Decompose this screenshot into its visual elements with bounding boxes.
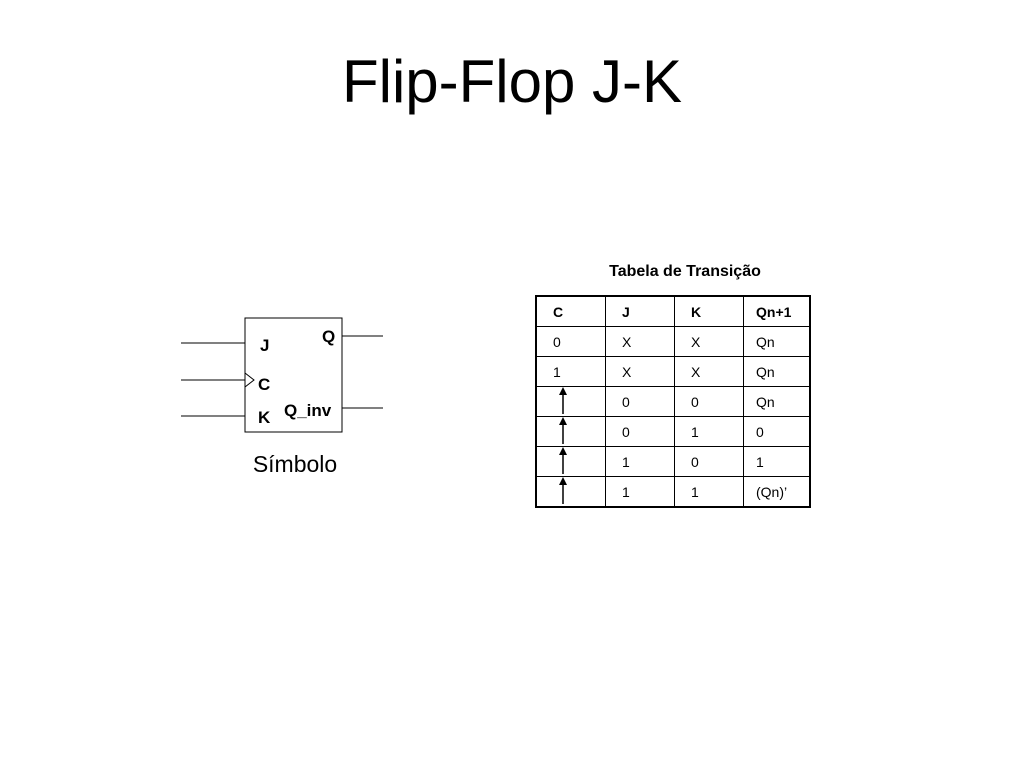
cell-c	[535, 446, 606, 477]
clock-triangle-icon	[244, 372, 255, 388]
cell-k: X	[674, 356, 744, 387]
cell-c	[535, 416, 606, 447]
cell-c: 0	[535, 326, 606, 357]
cell-c: 1	[535, 356, 606, 387]
header-j: J	[605, 295, 675, 327]
rising-edge-arrow-icon	[559, 387, 567, 414]
header-k: K	[674, 295, 744, 327]
cell-q: Qn	[743, 326, 811, 357]
pin-k-label: K	[258, 408, 271, 427]
cell-k: 0	[674, 386, 744, 417]
cell-q: 1	[743, 446, 811, 477]
rising-edge-arrow-icon	[559, 447, 567, 474]
cell-j: 1	[605, 446, 675, 477]
pin-j-label: J	[260, 336, 270, 355]
pin-q-label: Q	[322, 327, 336, 346]
cell-q: Qn	[743, 356, 811, 387]
cell-k: 1	[674, 476, 744, 508]
header-c: C	[535, 295, 606, 327]
rising-edge-arrow-icon	[559, 417, 567, 444]
cell-q: (Qn)’	[743, 476, 811, 508]
cell-j: 1	[605, 476, 675, 508]
cell-q: 0	[743, 416, 811, 447]
cell-j: 0	[605, 386, 675, 417]
cell-j: 0	[605, 416, 675, 447]
cell-k: X	[674, 326, 744, 357]
pin-c-label: C	[258, 375, 271, 394]
rising-edge-arrow-icon	[559, 477, 567, 504]
header-qn1: Qn+1	[743, 295, 811, 327]
pin-q-inv-label: Q_inv	[284, 401, 332, 420]
cell-k: 0	[674, 446, 744, 477]
table-header-row: C J K Qn+1	[535, 295, 811, 327]
table-title: Tabela de Transição	[609, 263, 761, 280]
flip-flop-box	[244, 317, 343, 433]
cell-j: X	[605, 356, 675, 387]
cell-c	[535, 386, 606, 417]
cell-c	[535, 476, 606, 508]
page-title: Flip-Flop J-K	[341, 48, 683, 115]
cell-q: Qn	[743, 386, 811, 417]
cell-k: 1	[674, 416, 744, 447]
cell-j: X	[605, 326, 675, 357]
symbol-caption: Símbolo	[252, 451, 338, 477]
